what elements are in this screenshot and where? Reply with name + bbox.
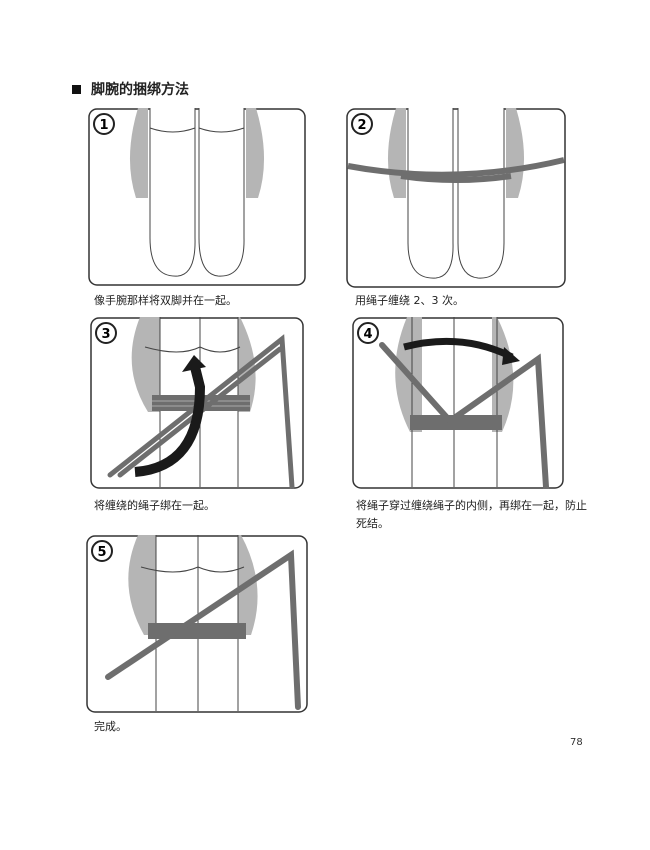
step-4-caption: 将绳子穿过缠绕绳子的内侧，再绑在一起，防止死结。 <box>356 499 587 530</box>
section-title: 脚腕的捆绑方法 <box>91 82 189 98</box>
step-5-illustration: 5 <box>86 535 308 713</box>
step-1-caption: 像手腕那样将双脚并在一起。 <box>94 294 237 307</box>
step-number: 4 <box>363 327 372 342</box>
step-number: 1 <box>99 118 108 133</box>
section-heading: 脚腕的捆绑方法 <box>72 79 189 99</box>
step-2-caption: 用绳子缠绕 2、3 次。 <box>355 294 464 307</box>
step-number: 2 <box>357 118 366 133</box>
step-2-illustration: 2 <box>346 108 566 288</box>
step-5-caption: 完成。 <box>94 720 127 733</box>
step-1-illustration: 1 <box>88 108 306 286</box>
step-number: 3 <box>101 327 110 342</box>
bullet-square-icon <box>72 84 81 94</box>
step-4-illustration: 4 <box>352 317 564 489</box>
step-3-caption: 将缠绕的绳子绑在一起。 <box>94 499 215 512</box>
page-number: 78 <box>570 737 583 748</box>
step-number: 5 <box>97 545 106 560</box>
step-3-illustration: 3 <box>90 317 304 489</box>
